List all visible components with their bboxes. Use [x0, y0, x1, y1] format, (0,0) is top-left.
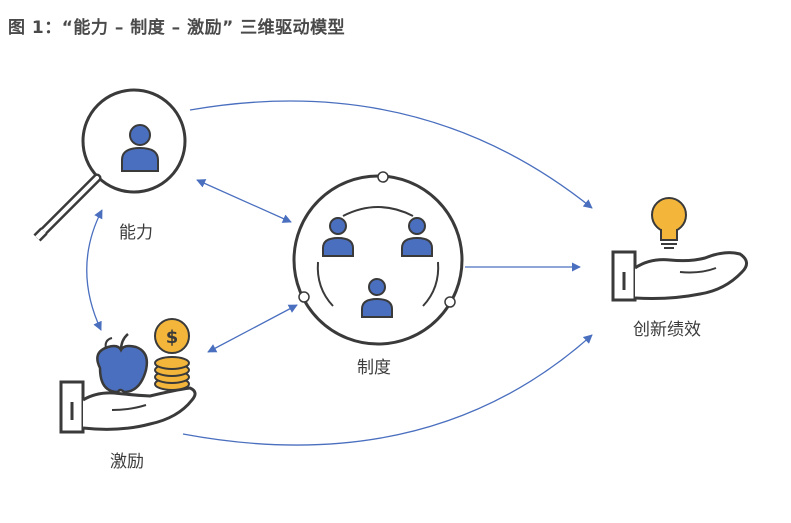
arrow-incentive-system — [207, 304, 298, 353]
node-label-ability: 能力 — [119, 223, 153, 243]
magnifier-person-icon — [33, 88, 187, 242]
arrow-ability-incentive — [86, 209, 103, 331]
group-people-icon — [292, 171, 464, 346]
arrow-ability-to-performance — [189, 100, 593, 209]
lightbulb-hand-icon — [611, 197, 748, 302]
apple-coins-hand-icon: $ — [59, 318, 197, 434]
node-label-incentive: 激励 — [110, 452, 144, 472]
node-label-system: 制度 — [357, 358, 391, 378]
diagram-title: 图 1：“能力 – 制度 – 激励” 三维驱动模型 — [8, 18, 346, 38]
arrow-ability-system — [196, 179, 292, 223]
node-label-performance: 创新绩效 — [633, 320, 701, 340]
svg-text:$: $ — [166, 327, 179, 348]
arrow-incentive-to-performance — [182, 334, 593, 446]
